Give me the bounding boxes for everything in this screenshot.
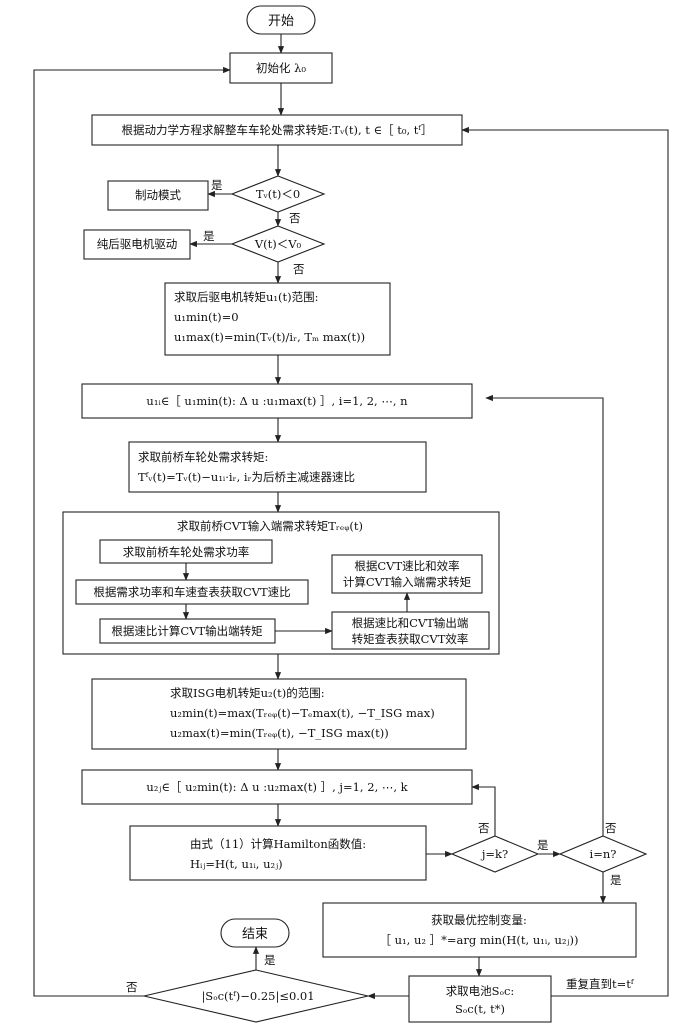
brake-no-label: 否 xyxy=(289,211,301,225)
start-label: 开始 xyxy=(268,14,294,29)
optimal-title: 获取最优控制变量: xyxy=(431,913,527,927)
brake-yes-label: 是 xyxy=(211,178,223,192)
soc-no-label: 否 xyxy=(126,980,138,994)
cvt-power-label: 求取前桥车轮处需求功率 xyxy=(123,545,250,559)
wheel-torque-box xyxy=(91,114,463,146)
u2-range-box xyxy=(91,678,467,750)
u1-min: u₁min(t)=0 xyxy=(174,310,239,324)
repeat-label: 重复直到t=tᶠ xyxy=(566,977,635,991)
soc-decision xyxy=(143,969,369,1023)
jk-yes-label: 是 xyxy=(537,838,549,852)
hamilton-formula: Hᵢⱼ=H(t, u₁ᵢ, u₂ⱼ) xyxy=(190,857,283,871)
in-yes-label: 是 xyxy=(610,873,622,887)
battery-box xyxy=(408,975,552,1023)
speed-no-label: 否 xyxy=(293,262,305,276)
in-decision-label: i=n? xyxy=(590,847,617,861)
end-label: 结束 xyxy=(242,927,268,942)
hamilton-box xyxy=(129,825,427,881)
battery-formula: Sₒc(t, t*) xyxy=(455,1002,505,1016)
init-label: 初始化 λ₀ xyxy=(256,61,306,75)
connectors xyxy=(33,34,669,1000)
cvt-out-torque-label: 根据速比计算CVT输出端转矩 xyxy=(111,624,262,638)
optimal-box xyxy=(322,902,637,958)
u1i-label: u₁ᵢ∈［ u₁min(t): Δ u :u₁max(t) ］, i=1, 2,… xyxy=(146,394,408,408)
brake-mode-label: 制动模式 xyxy=(135,188,181,202)
cvt-out-torque-box xyxy=(99,618,276,644)
battery-title: 求取电池Sₒc: xyxy=(446,984,515,998)
cvt-ratio-box xyxy=(75,579,309,605)
u2-min: u₂min(t)=max(Tᵣₑᵩ(t)−Tₑmax(t), −T_ISG ma… xyxy=(170,706,435,720)
speed-decision-label: V(t)＜V₀ xyxy=(254,237,302,251)
u1-range-title: 求取后驱电机转矩u₁(t)范围: xyxy=(174,290,318,304)
front-wheel-formula: Tᶠᵥ(t)=Tᵥ(t)−u₁ᵢ·iᵣ, iᵣ为后桥主减速器速比 xyxy=(138,470,355,484)
wheel-torque-label: 根据动力学方程求解整车车轮处需求转矩:Tᵥ(t), t ∈［ t₀, tᶠ］ xyxy=(122,123,433,137)
soc-decision-label: |Sₒc(tᶠ)−0.25|≤0.01 xyxy=(201,989,314,1004)
front-wheel-title: 求取前桥车轮处需求转矩: xyxy=(138,450,268,464)
u2-max: u₂max(t)=min(Tᵣₑᵩ(t), −T_ISG max(t)) xyxy=(170,726,389,740)
cvt-group-title: 求取前桥CVT输入端需求转矩Tᵣₑᵩ(t) xyxy=(177,519,363,533)
u2j-label: u₂ⱼ∈［ u₂min(t): Δ u :u₂max(t) ］, j=1, 2,… xyxy=(146,780,408,794)
soc-yes-label: 是 xyxy=(264,953,276,967)
brake-decision-label: Tᵥ(t)＜0 xyxy=(256,187,300,201)
u1-max: u₁max(t)=min(Tᵥ(t)/iᵣ, Tₘ max(t)) xyxy=(174,330,365,344)
rear-drive-label: 纯后驱电机驱动 xyxy=(97,237,178,251)
u1i-box xyxy=(81,383,473,419)
jk-no-label: 否 xyxy=(478,821,490,835)
u2-range-title: 求取ISG电机转矩u₂(t)的范围: xyxy=(170,686,325,700)
cvt-eff-line2: 转矩查表获取CVT效率 xyxy=(352,632,469,646)
front-wheel-box xyxy=(128,441,427,493)
cvt-in-torque-line2: 计算CVT输入端需求转矩 xyxy=(343,575,471,589)
in-no-label: 否 xyxy=(605,821,617,835)
cvt-eff-line1: 根据速比和CVT输出端 xyxy=(352,616,469,630)
jk-decision xyxy=(450,835,540,873)
brake-mode-box xyxy=(107,180,209,211)
hamilton-title: 由式（11）计算Hamilton函数值: xyxy=(190,837,366,851)
cvt-eff-box xyxy=(331,611,490,650)
jk-decision-label: j=k? xyxy=(480,847,508,861)
cvt-ratio-label: 根据需求功率和车速查表获取CVT速比 xyxy=(93,585,290,599)
cvt-in-torque-line1: 根据CVT速比和效率 xyxy=(354,559,459,573)
speed-yes-label: 是 xyxy=(203,229,215,243)
u1-range-box xyxy=(164,282,391,356)
init-box xyxy=(229,52,333,84)
optimal-formula: ［ u₁, u₂ ］*=arg min(H(t, u₁ᵢ, u₂ⱼ)) xyxy=(379,933,578,947)
